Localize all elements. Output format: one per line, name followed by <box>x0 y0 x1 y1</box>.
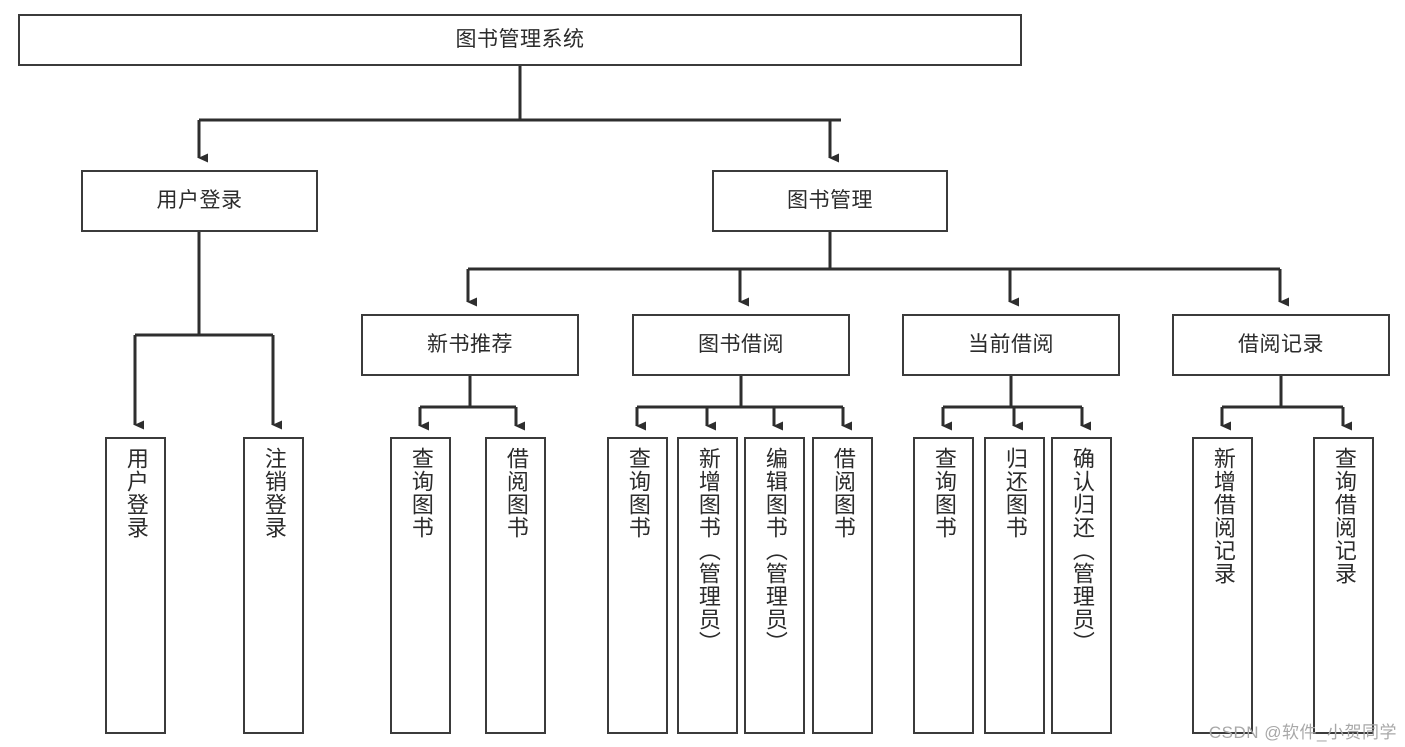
node-leaf-query-borrow-record[interactable]: 查询借阅记录 <box>1313 437 1374 734</box>
node-leaf-user-login[interactable]: 用户登录 <box>105 437 166 734</box>
node-leaf-logout-label: 注销登录 <box>261 447 287 539</box>
node-leaf-query-book-2-label: 查询图书 <box>625 447 651 539</box>
node-leaf-add-borrow-record[interactable]: 新增借阅记录 <box>1192 437 1253 734</box>
node-new-book-recommend[interactable]: 新书推荐 <box>361 314 579 376</box>
node-leaf-edit-book-label: 编辑图书（管理员） <box>762 447 788 654</box>
csdn-watermark: CSDN @软件_小贺同学 <box>1208 723 1397 742</box>
node-leaf-query-book-1-label: 查询图书 <box>408 447 434 539</box>
node-leaf-user-login-label: 用户登录 <box>123 447 149 539</box>
node-new-book-recommend-label: 新书推荐 <box>427 332 513 356</box>
node-leaf-return-book-label: 归还图书 <box>1002 447 1028 539</box>
node-leaf-confirm-return[interactable]: 确认归还（管理员） <box>1051 437 1112 734</box>
node-root-label: 图书管理系统 <box>455 27 585 51</box>
node-book-borrow-label: 图书借阅 <box>698 332 784 356</box>
node-borrow-record-label: 借阅记录 <box>1238 332 1324 356</box>
node-borrow-record[interactable]: 借阅记录 <box>1172 314 1390 376</box>
node-user-login-label: 用户登录 <box>156 188 243 212</box>
node-leaf-query-book-1[interactable]: 查询图书 <box>390 437 451 734</box>
node-book-manage-label: 图书管理 <box>787 188 873 212</box>
node-leaf-query-book-2[interactable]: 查询图书 <box>607 437 668 734</box>
node-leaf-add-book[interactable]: 新增图书（管理员） <box>677 437 738 734</box>
node-leaf-confirm-return-label: 确认归还（管理员） <box>1069 447 1095 654</box>
node-book-borrow[interactable]: 图书借阅 <box>632 314 850 376</box>
node-leaf-query-book-3-label: 查询图书 <box>931 447 957 539</box>
node-leaf-edit-book[interactable]: 编辑图书（管理员） <box>744 437 805 734</box>
node-leaf-borrow-book-2-label: 借阅图书 <box>830 447 856 539</box>
node-root[interactable]: 图书管理系统 <box>18 14 1022 66</box>
node-leaf-borrow-book-1[interactable]: 借阅图书 <box>485 437 546 734</box>
node-leaf-logout[interactable]: 注销登录 <box>243 437 304 734</box>
node-current-borrow-label: 当前借阅 <box>968 332 1054 356</box>
node-leaf-query-book-3[interactable]: 查询图书 <box>913 437 974 734</box>
node-user-login[interactable]: 用户登录 <box>81 170 318 232</box>
node-leaf-query-borrow-record-label: 查询借阅记录 <box>1331 447 1357 585</box>
node-book-manage[interactable]: 图书管理 <box>712 170 948 232</box>
node-current-borrow[interactable]: 当前借阅 <box>902 314 1120 376</box>
node-leaf-return-book[interactable]: 归还图书 <box>984 437 1045 734</box>
node-leaf-add-borrow-record-label: 新增借阅记录 <box>1210 447 1236 585</box>
node-leaf-borrow-book-1-label: 借阅图书 <box>503 447 529 539</box>
node-leaf-add-book-label: 新增图书（管理员） <box>695 447 721 654</box>
node-leaf-borrow-book-2[interactable]: 借阅图书 <box>812 437 873 734</box>
